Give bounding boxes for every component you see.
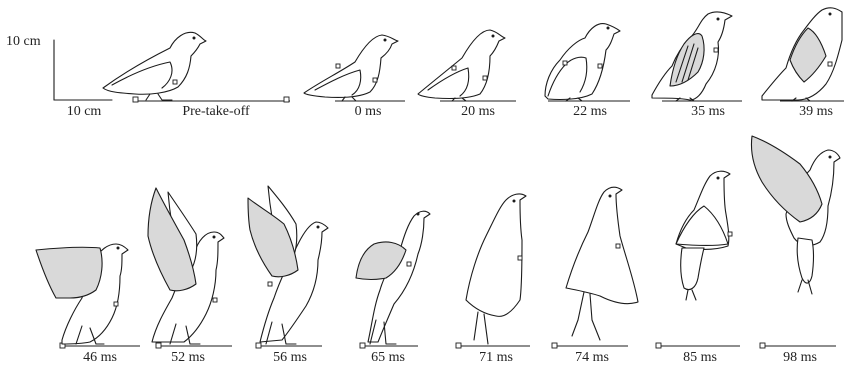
eye — [317, 226, 320, 229]
frame-label-22ms: 22 ms — [573, 104, 607, 120]
wing-down-body — [466, 194, 526, 316]
body-marker — [114, 302, 118, 306]
body-marker — [336, 64, 340, 68]
frame-label-98ms: 98 ms — [783, 350, 817, 366]
ground-marker — [656, 343, 661, 348]
body-marker — [268, 282, 272, 286]
wing-outstretched — [36, 247, 102, 298]
body-marker — [213, 298, 217, 302]
ground-marker — [552, 343, 557, 348]
body-marker — [173, 80, 177, 84]
body-marker — [728, 232, 732, 236]
eye — [417, 213, 420, 216]
body-marker — [714, 48, 718, 52]
body-marker — [598, 64, 602, 68]
eye — [213, 236, 216, 239]
body-marker — [828, 62, 832, 66]
bird-46ms — [36, 244, 140, 348]
ground-marker — [284, 97, 289, 102]
scale-bar-horizontal-label: 10 cm — [67, 104, 102, 120]
bird-0ms — [304, 35, 405, 101]
bird-20ms — [418, 30, 516, 101]
bird-body — [103, 32, 206, 94]
ground-marker — [760, 343, 765, 348]
wing-down-body — [566, 187, 638, 303]
ground-marker — [133, 97, 138, 102]
bird-35ms — [652, 12, 742, 101]
eye — [193, 37, 196, 40]
frame-label-52ms: 52 ms — [171, 350, 205, 366]
frame-label-20ms: 20 ms — [461, 104, 495, 120]
eye — [829, 156, 832, 159]
bird-52ms — [148, 188, 232, 348]
body-marker — [452, 66, 456, 70]
eye — [117, 247, 120, 250]
body-marker — [616, 244, 620, 248]
eye — [717, 18, 720, 21]
frame-label-71ms: 71 ms — [479, 350, 513, 366]
body-marker — [407, 262, 411, 266]
frame-label-65ms: 65 ms — [371, 350, 405, 366]
bird-98ms — [751, 136, 840, 348]
bird-74ms — [552, 187, 638, 348]
legs — [572, 292, 600, 340]
ground-marker — [256, 343, 261, 348]
ground-marker — [360, 343, 365, 348]
bird-22ms — [545, 24, 630, 101]
body-marker — [518, 256, 522, 260]
scale-bar — [54, 40, 112, 100]
ground-marker — [156, 343, 161, 348]
toes — [686, 290, 696, 300]
body-marker — [373, 78, 377, 82]
legs — [474, 312, 488, 344]
eye — [492, 35, 495, 38]
frame-label-pre-take-off: Pre-take-off — [182, 104, 249, 120]
wing-upstroke — [751, 136, 822, 222]
legs — [146, 94, 172, 100]
scale-bar-vertical-label: 10 cm — [6, 34, 41, 50]
eye — [609, 195, 612, 198]
frame-label-35ms: 35 ms — [691, 104, 725, 120]
body-marker — [563, 61, 567, 65]
legs-hanging — [797, 238, 813, 283]
ground-marker — [456, 343, 461, 348]
eye — [829, 13, 832, 16]
legs-hanging — [681, 248, 704, 290]
bird-39ms — [762, 8, 844, 101]
bird-pre-take-off — [103, 32, 290, 102]
eye — [717, 177, 720, 180]
bird-65ms — [356, 211, 430, 348]
frame-label-0ms: 0 ms — [355, 104, 382, 120]
bird-85ms — [656, 171, 740, 348]
frame-label-39ms: 39 ms — [799, 104, 833, 120]
bird-71ms — [456, 194, 530, 348]
bird-56ms — [248, 186, 328, 348]
eye — [607, 27, 610, 30]
frame-label-85ms: 85 ms — [683, 350, 717, 366]
frame-label-46ms: 46 ms — [83, 350, 117, 366]
eye — [384, 39, 387, 42]
frame-label-74ms: 74 ms — [575, 350, 609, 366]
frame-label-56ms: 56 ms — [273, 350, 307, 366]
body-marker — [483, 76, 487, 80]
eye — [513, 200, 516, 203]
